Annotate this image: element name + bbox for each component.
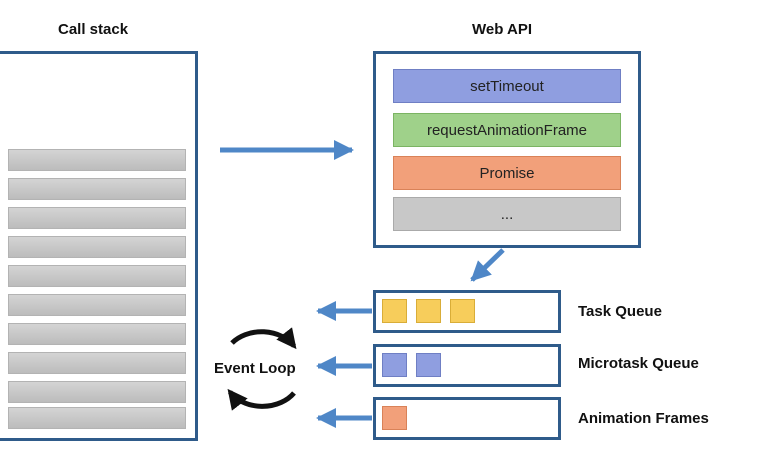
animation-frames-box bbox=[373, 397, 561, 440]
animation-frames-item bbox=[382, 406, 407, 430]
web-api-title: Web API bbox=[472, 21, 533, 38]
microtask-queue-box bbox=[373, 344, 561, 387]
call-stack-frame bbox=[8, 265, 186, 287]
call-stack-frame bbox=[8, 352, 186, 374]
call-stack-frame bbox=[8, 236, 186, 258]
task-queue-item bbox=[416, 299, 441, 323]
event-loop-top-arc bbox=[230, 327, 297, 350]
web-api-settimeout: setTimeout bbox=[393, 69, 621, 103]
call-stack-frame bbox=[8, 294, 186, 316]
call-stack-frame bbox=[8, 207, 186, 229]
animation-frames-label: Animation Frames bbox=[578, 410, 709, 427]
webapi-to-queues-arrow bbox=[470, 248, 505, 282]
event-loop-label: Event Loop bbox=[214, 360, 296, 377]
call-stack-title: Call stack bbox=[58, 21, 129, 38]
microtask-queue-item bbox=[416, 353, 441, 377]
web-api-request-animation-frame: requestAnimationFrame bbox=[393, 113, 621, 147]
microtask-queue-item bbox=[382, 353, 407, 377]
call-stack-frame bbox=[8, 178, 186, 200]
call-stack-frame bbox=[8, 323, 186, 345]
call-stack-frame bbox=[8, 407, 186, 429]
web-api-promise: Promise bbox=[393, 156, 621, 190]
task-queue-item bbox=[450, 299, 475, 323]
task-queue-item bbox=[382, 299, 407, 323]
web-api-more: ... bbox=[393, 197, 621, 231]
call-stack-box bbox=[0, 51, 198, 441]
call-stack-frame bbox=[8, 381, 186, 403]
microtask-queue-label: Microtask Queue bbox=[578, 355, 699, 372]
call-stack-frame bbox=[8, 149, 186, 171]
task-queue-label: Task Queue bbox=[578, 303, 662, 320]
event-loop-bottom-arc bbox=[227, 388, 296, 411]
